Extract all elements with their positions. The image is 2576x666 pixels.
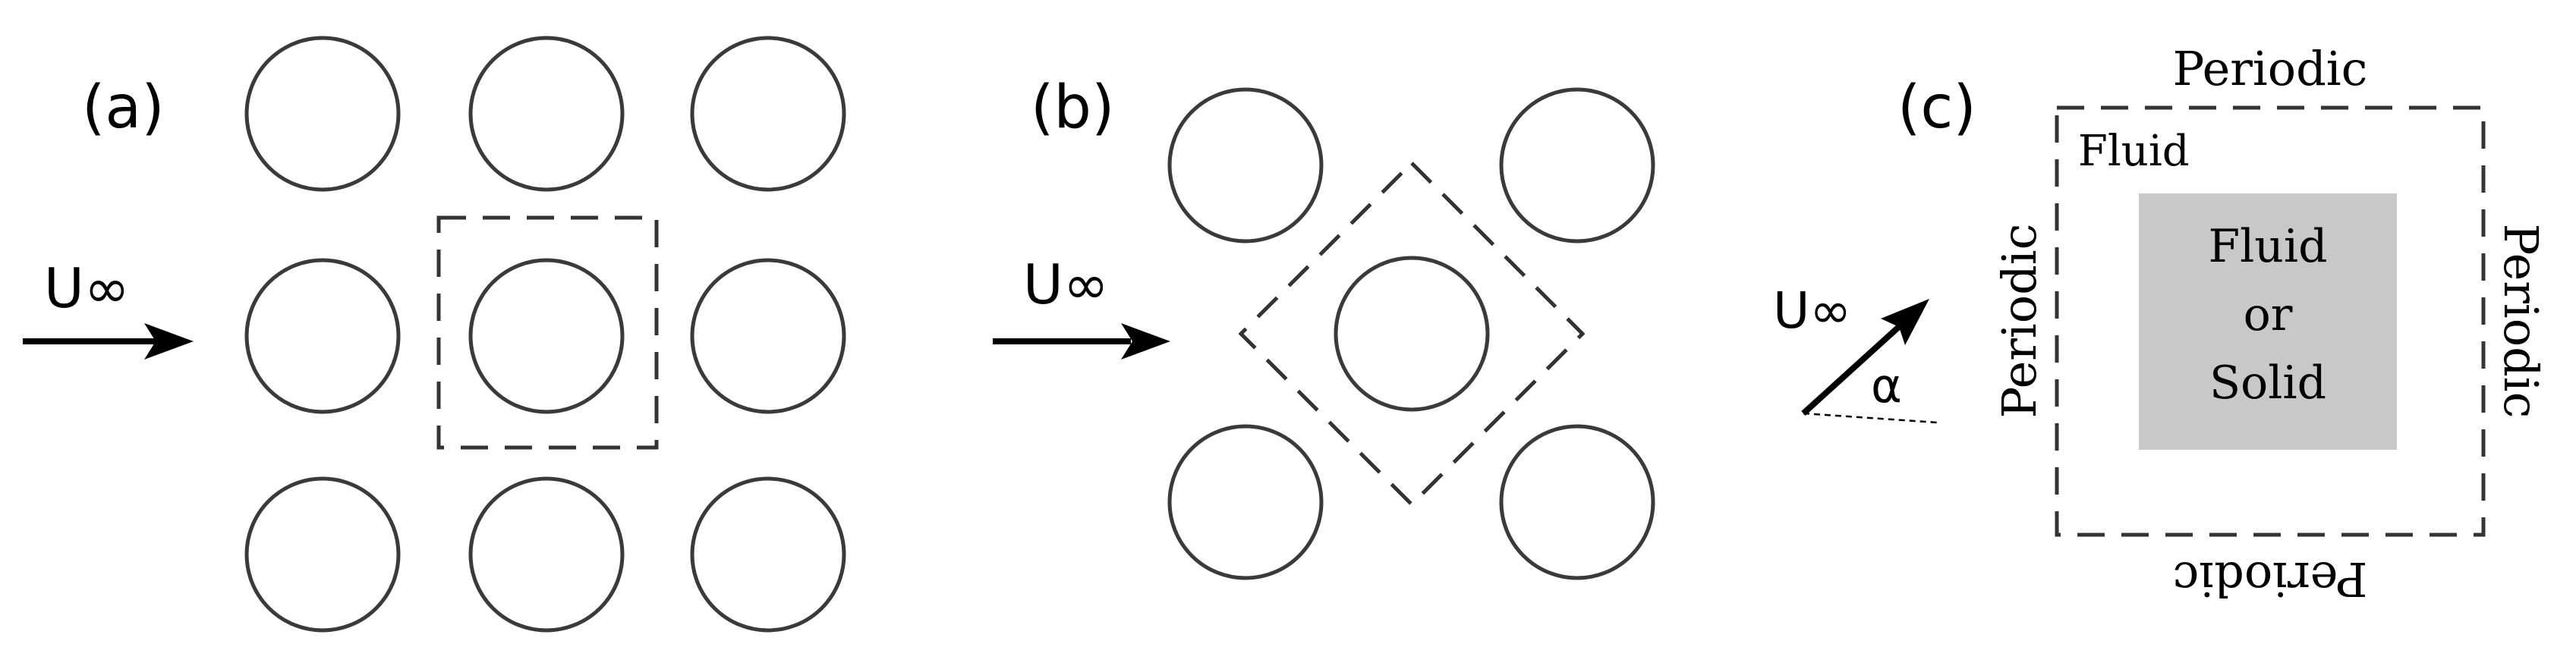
cylinder: [1499, 87, 1655, 243]
fluid-label: Fluid: [2078, 127, 2190, 176]
velocity-label: U∞: [44, 256, 130, 320]
unit-cell-box: [436, 215, 659, 450]
velocity-label: U∞: [1023, 253, 1109, 316]
inner-label-line1: Fluid: [2208, 220, 2327, 273]
panel-c: (c) Fluid or Solid Fluid Periodic Period…: [1773, 41, 2549, 607]
cylinder: [244, 258, 401, 414]
boundary-label-bottom: Periodic: [2173, 551, 2368, 607]
reference-dashed-line: [1803, 412, 1938, 424]
inner-block: [2139, 193, 2397, 450]
inclined-flow-arrow: [1801, 299, 1929, 416]
panel-c-label: (c): [1897, 74, 1976, 142]
cylinder: [468, 36, 625, 192]
panel-a: (a) U∞: [23, 36, 846, 633]
boundary-label-right: Periodic: [2493, 224, 2549, 419]
velocity-label: U∞: [1773, 281, 1851, 340]
boundary-label-left: Periodic: [1992, 224, 2047, 419]
panel-b: (b) U∞: [993, 74, 1655, 580]
periodic-domain-box: [2055, 105, 2486, 537]
cylinder: [1334, 256, 1490, 412]
boundary-label-top: Periodic: [2173, 41, 2368, 96]
cylinder: [1167, 424, 1324, 580]
cylinder: [468, 476, 625, 633]
inner-label-line2: or: [2244, 288, 2293, 341]
cylinder: [468, 258, 625, 414]
cylinder: [1499, 424, 1655, 580]
inner-label-line3: Solid: [2209, 357, 2326, 410]
panel-a-label: (a): [82, 74, 165, 142]
cylinder: [690, 258, 846, 414]
cylinder: [690, 476, 846, 633]
flow-arrow: [993, 323, 1170, 360]
cylinder: [244, 36, 401, 192]
unit-cell-diamond: [1238, 160, 1586, 507]
cylinder: [1167, 87, 1324, 243]
cylinder: [244, 476, 401, 633]
flow-arrow: [23, 323, 194, 360]
angle-label: α: [1871, 358, 1902, 413]
cylinder: [690, 36, 846, 192]
panel-b-label: (b): [1031, 74, 1114, 142]
